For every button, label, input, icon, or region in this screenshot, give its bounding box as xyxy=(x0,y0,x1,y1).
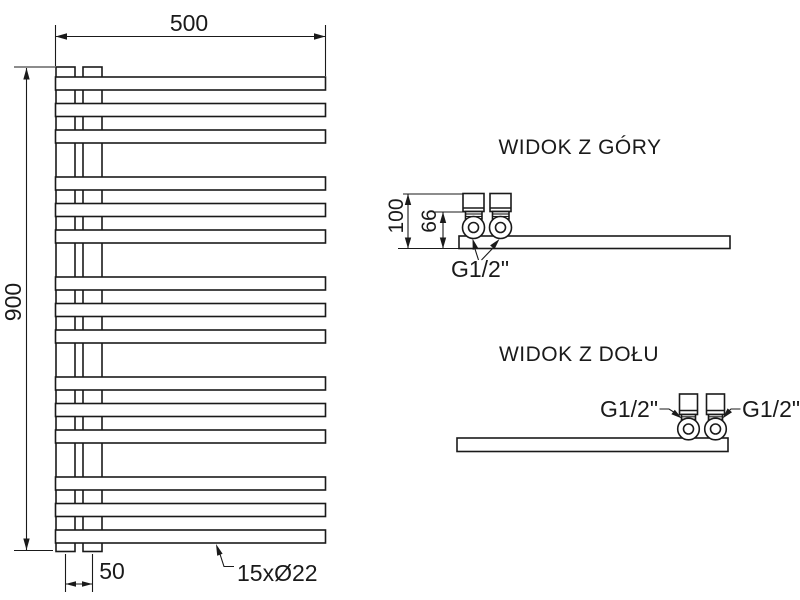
arrowhead xyxy=(404,194,412,205)
tube-bar xyxy=(54,76,327,91)
arrowhead xyxy=(216,544,223,556)
dimension-depth: 100 xyxy=(385,193,463,250)
dim-spacing-value: 50 xyxy=(99,558,125,584)
dimension-offset: 66 xyxy=(418,209,465,249)
arrowhead xyxy=(439,212,447,223)
bottom-view-title: WIDOK Z DOŁU xyxy=(499,343,659,366)
tube-bar xyxy=(54,276,327,291)
connection-fitting xyxy=(488,192,513,240)
tube-count-label: 15xØ22 xyxy=(237,560,318,586)
arrowhead xyxy=(671,409,682,419)
tube-bar xyxy=(54,229,327,244)
dimension-collector-spacing: 50 xyxy=(64,554,125,592)
radiator-profile xyxy=(458,235,731,250)
arrowhead xyxy=(472,238,479,250)
dim-depth-value: 100 xyxy=(385,198,408,233)
connection-fitting xyxy=(676,393,701,441)
thread-callout-bottom-right: G1/2" xyxy=(722,396,800,422)
arrowhead xyxy=(439,237,447,249)
thread-callout-bottom-left: G1/2" xyxy=(600,396,682,422)
leader-line xyxy=(474,248,480,261)
tube-bar xyxy=(54,176,327,191)
tube-bar xyxy=(54,476,327,491)
arrowhead xyxy=(82,581,93,587)
dim-width-value: 500 xyxy=(170,10,208,36)
thread-size-label: G1/2" xyxy=(600,396,658,422)
arrowhead xyxy=(490,239,500,250)
connection-bore xyxy=(682,423,695,435)
leader-line xyxy=(481,247,494,261)
dim-height-value: 900 xyxy=(0,283,26,321)
tube-bar xyxy=(54,402,327,418)
arrowhead xyxy=(722,408,732,419)
tube-bar xyxy=(54,302,327,318)
arrowhead xyxy=(404,237,412,249)
valve-body xyxy=(678,393,699,416)
radiator-profile xyxy=(456,437,729,453)
tube-bar xyxy=(54,529,327,544)
tube-bar xyxy=(54,129,327,144)
tube-bar xyxy=(54,329,327,344)
dimension-height: 900 xyxy=(0,66,55,552)
arrowhead xyxy=(23,538,30,550)
connection-bore xyxy=(709,423,722,435)
connection-fitting xyxy=(461,192,486,240)
bottom-view: WIDOK Z DOŁU G1/2" xyxy=(456,343,800,453)
tube-bar xyxy=(54,429,327,444)
valve-body xyxy=(705,393,726,416)
top-view: WIDOK Z GÓRY xyxy=(385,136,731,282)
top-view-title: WIDOK Z GÓRY xyxy=(498,136,661,159)
thread-callout-top: G1/2" xyxy=(451,238,509,282)
dimension-width: 500 xyxy=(54,10,327,76)
arrowhead xyxy=(314,33,326,40)
thread-size-label: G1/2" xyxy=(451,256,509,282)
connection-fitting xyxy=(703,393,728,441)
tube-bar xyxy=(54,202,327,218)
tube-bar xyxy=(54,376,327,391)
tube-bar xyxy=(54,502,327,518)
dim-offset-value: 66 xyxy=(418,209,441,232)
tube-bar xyxy=(54,102,327,118)
arrowhead xyxy=(55,33,67,40)
connection-bore xyxy=(494,221,507,234)
connection-bore xyxy=(467,221,480,234)
thread-size-label: G1/2" xyxy=(742,396,800,422)
front-view: 500 900 50 15xØ22 xyxy=(0,10,327,592)
arrowhead xyxy=(65,581,76,587)
tube-callout: 15xØ22 xyxy=(216,544,318,586)
arrowhead xyxy=(23,68,30,80)
tube-bars xyxy=(54,76,327,544)
